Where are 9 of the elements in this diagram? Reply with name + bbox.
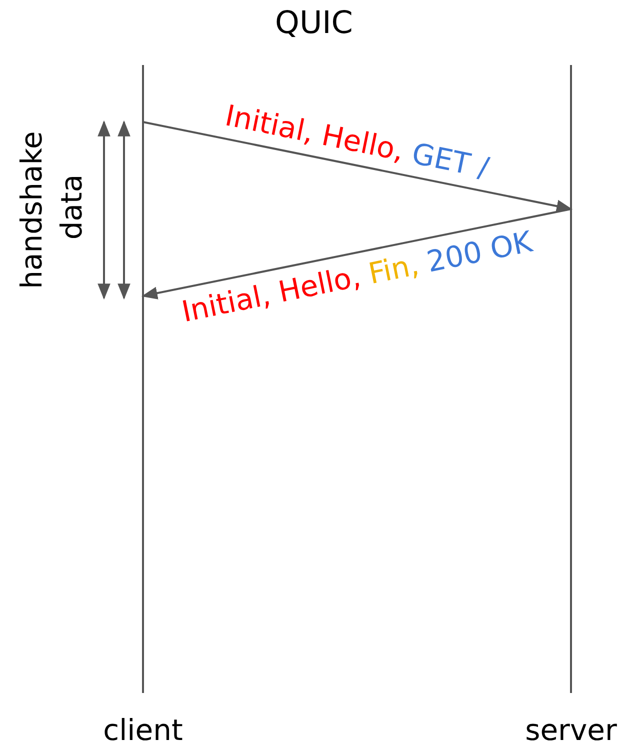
diagram-title: QUIC — [275, 8, 353, 39]
message-label: Initial, Hello, Fin, 200 OK — [179, 226, 535, 326]
message-label: Initial, Hello, GET / — [222, 100, 492, 182]
participant-label: client — [103, 716, 183, 745]
interval-label: data — [58, 174, 86, 240]
interval-label: handshake — [18, 131, 46, 289]
message-arrow — [141, 208, 572, 300]
participant-label: server — [525, 716, 617, 745]
message-arrow — [142, 121, 573, 212]
